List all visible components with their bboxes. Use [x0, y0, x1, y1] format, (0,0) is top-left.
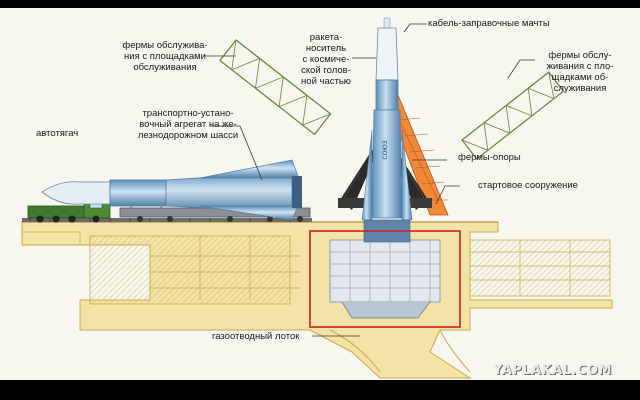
vertical-rocket: СОЮЗ	[361, 17, 413, 243]
label-launch-vehicle: ракета- носитель с космиче- ской голов- …	[301, 32, 351, 87]
label-fuel-masts: кабель-заправочные мачты	[428, 18, 550, 29]
label-erector: транспортно-устано- вочный агрегат на же…	[137, 108, 239, 141]
label-launch-structure: стартовое сооружение	[478, 180, 578, 191]
label-support-trusses: фермы-опоры	[458, 152, 521, 163]
underground-structure	[21, 221, 613, 379]
launch-structure-highlight	[309, 230, 461, 328]
label-flame-trench: газоотводный лоток	[212, 331, 300, 342]
horizontal-rocket	[41, 159, 302, 221]
label-service-trusses-right: фермы обслу- живания с пло- щадками об- …	[546, 50, 614, 94]
label-service-trusses-left: фермы обслужива- ния с площадками обслуж…	[122, 40, 208, 73]
launch-pad-machinery	[329, 239, 441, 319]
svg-text:СОЮЗ: СОЮЗ	[382, 140, 389, 159]
callout-lines	[205, 23, 535, 337]
left-service-truss	[219, 39, 332, 136]
right-service-truss	[461, 71, 565, 160]
label-tractor: автотягач	[36, 128, 79, 139]
watermark: YAPLAKAL.COM	[493, 363, 612, 378]
